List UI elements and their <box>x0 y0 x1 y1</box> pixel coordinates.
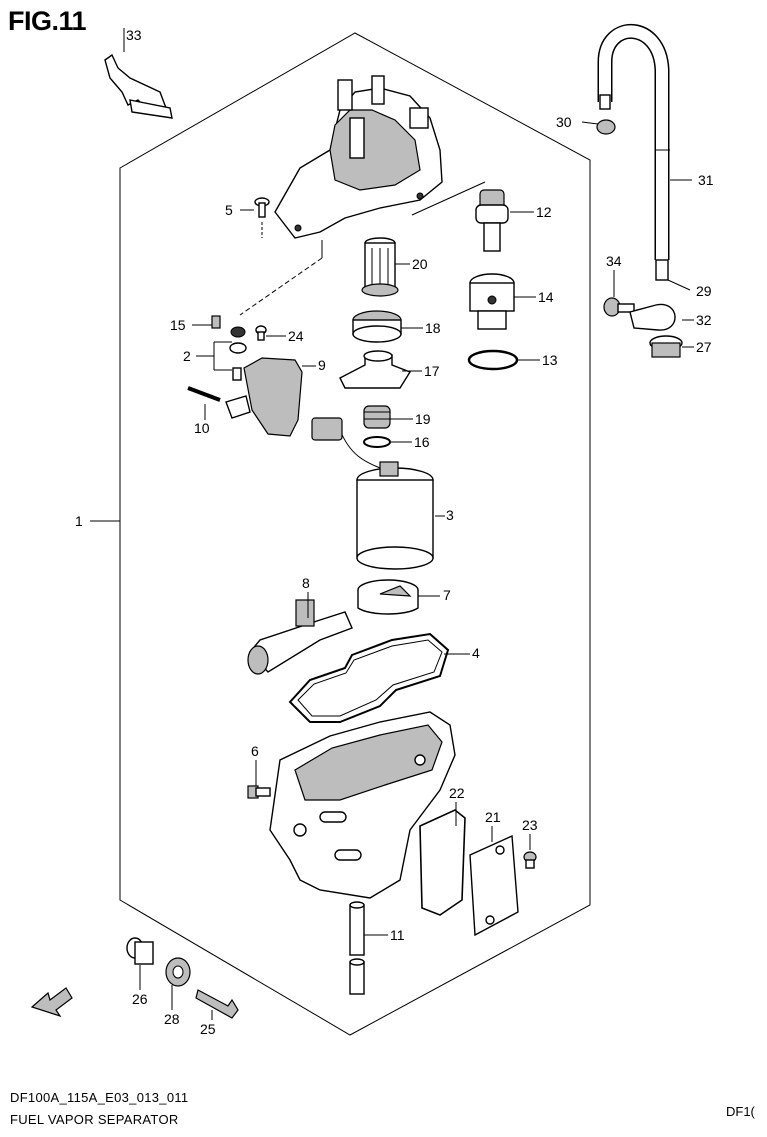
diagram-name: FUEL VAPOR SEPARATOR <box>10 1112 179 1127</box>
callout-18: 18 <box>425 320 441 336</box>
callout-21: 21 <box>485 809 501 825</box>
part-13-o-ring[interactable] <box>467 349 519 371</box>
callout-24: 24 <box>288 328 304 344</box>
diagram-code: DF100A_115A_E03_013_011 <box>10 1090 189 1105</box>
part-5-screw[interactable] <box>254 197 270 218</box>
part-29-hose-end[interactable] <box>655 259 669 281</box>
callout-6: 6 <box>251 743 259 759</box>
callout-13: 13 <box>542 352 558 368</box>
assembly-boundary-outline <box>119 32 591 1036</box>
callout-26: 26 <box>132 991 148 1007</box>
separator-top-cover[interactable] <box>274 75 443 239</box>
part-22-plate-gasket[interactable] <box>419 809 466 916</box>
callout-29: 29 <box>696 283 712 299</box>
fwd-arrow-icon <box>30 987 73 1018</box>
part-23-screw[interactable] <box>523 851 537 869</box>
part-15-screw[interactable] <box>211 315 221 329</box>
part-7-retainer[interactable] <box>357 579 419 615</box>
callout-4: 4 <box>472 645 480 661</box>
part-6-bolt[interactable] <box>247 785 271 799</box>
part-29-hose-end-top[interactable] <box>599 94 611 110</box>
part-31-vent-hose[interactable] <box>597 23 670 260</box>
part-11-hose[interactable] <box>349 901 365 995</box>
part-28-grommet[interactable] <box>165 957 191 987</box>
callout-19: 19 <box>415 411 431 427</box>
callout-12: 12 <box>536 204 552 220</box>
part-27-grommet[interactable] <box>649 335 683 358</box>
part-33-harness-clip[interactable] <box>104 53 173 119</box>
part-3-fuel-pump[interactable] <box>311 417 434 570</box>
callout-34: 34 <box>606 253 622 269</box>
part-30-hose-clip[interactable] <box>596 119 616 135</box>
part-2-grommet-set[interactable] <box>229 326 247 381</box>
part-4-gasket[interactable] <box>288 632 450 723</box>
part-34-bolt[interactable] <box>603 297 635 317</box>
part-16-small-o-ring[interactable] <box>363 436 391 448</box>
part-20-filter[interactable] <box>361 237 399 297</box>
part-10-pin[interactable] <box>187 386 221 402</box>
part-18-cap[interactable] <box>352 310 402 343</box>
callout-9: 9 <box>318 357 326 373</box>
callout-16: 16 <box>414 434 430 450</box>
callout-23: 23 <box>522 817 538 833</box>
callout-22: 22 <box>449 785 465 801</box>
float-chamber-body[interactable] <box>269 711 456 899</box>
part-25-bolt[interactable] <box>195 989 239 1019</box>
part-8-level-sensor[interactable] <box>247 599 353 675</box>
callout-15: 15 <box>170 317 186 333</box>
callout-3: 3 <box>446 507 454 523</box>
callout-10: 10 <box>194 420 210 436</box>
callout-25: 25 <box>200 1021 216 1037</box>
callout-11: 11 <box>390 927 405 943</box>
callout-14: 14 <box>538 289 554 305</box>
part-9-connector-cover[interactable] <box>225 357 303 437</box>
callout-5: 5 <box>225 202 233 218</box>
part-14-valve-body[interactable] <box>469 273 515 330</box>
callout-33: 33 <box>126 27 142 43</box>
part-21-cover-plate[interactable] <box>469 834 519 937</box>
callout-27: 27 <box>696 339 712 355</box>
part-26-plug[interactable] <box>126 937 154 965</box>
callout-30: 30 <box>556 114 572 130</box>
callout-32: 32 <box>696 312 712 328</box>
part-32-clamp[interactable] <box>629 303 676 331</box>
figure-title: FIG.11 <box>8 6 87 36</box>
callout-8: 8 <box>302 575 310 591</box>
callout-31: 31 <box>698 172 714 188</box>
callout-7: 7 <box>443 587 451 603</box>
model-tag: DF1( <box>726 1104 755 1119</box>
callout-leader-lines <box>90 28 694 1020</box>
part-17-bracket[interactable] <box>339 350 412 389</box>
part-24-screw[interactable] <box>255 325 267 341</box>
callout-28: 28 <box>164 1011 180 1027</box>
callout-17: 17 <box>424 363 440 379</box>
part-19-seal[interactable] <box>363 405 391 429</box>
callout-2: 2 <box>183 348 191 364</box>
callout-1: 1 <box>75 513 83 529</box>
callout-20: 20 <box>412 256 428 272</box>
part-12-fitting[interactable] <box>475 189 509 252</box>
part-4-gasket-inner <box>297 639 443 717</box>
